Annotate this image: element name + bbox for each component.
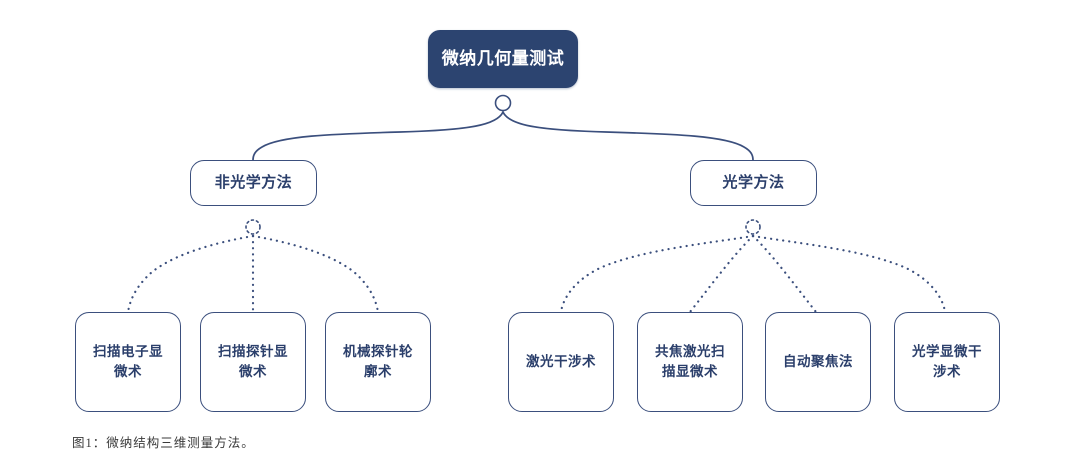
link-optical-to-optical-microinterferometry	[751, 234, 947, 314]
node-root[interactable]: 微纳几何量测试	[428, 30, 578, 88]
node-leaf-stylus-profilometry[interactable]: 机械探针轮 廓术	[325, 312, 431, 412]
node-branch-optical[interactable]: 光学方法	[690, 160, 817, 206]
nonoptical-hub-circle	[245, 219, 261, 235]
link-nonoptical-to-stylus	[251, 234, 380, 314]
optical-hub-circle	[745, 219, 761, 235]
root-hub-circle	[494, 94, 512, 112]
node-leaf-optical-microinterferometry[interactable]: 光学显微干 涉术	[894, 312, 1000, 412]
link-root-to-nonoptical	[252, 111, 504, 161]
link-optical-to-confocal	[688, 234, 755, 314]
link-nonoptical-to-sem	[126, 234, 255, 314]
link-optical-to-autofocus	[751, 234, 818, 314]
node-leaf-autofocus-method[interactable]: 自动聚焦法	[765, 312, 871, 412]
node-leaf-confocal-laser-scanning-microscopy[interactable]: 共焦激光扫 描显微术	[637, 312, 743, 412]
figure-caption: 图1：微纳结构三维测量方法。	[72, 436, 255, 450]
link-root-to-optical	[502, 111, 754, 161]
link-optical-to-laser-interferometry	[559, 234, 755, 314]
node-leaf-laser-interferometry[interactable]: 激光干涉术	[508, 312, 614, 412]
node-branch-nonoptical[interactable]: 非光学方法	[190, 160, 317, 206]
node-leaf-scanning-electron-microscopy[interactable]: 扫描电子显 微术	[75, 312, 181, 412]
node-leaf-scanning-probe-microscopy[interactable]: 扫描探针显 微术	[200, 312, 306, 412]
